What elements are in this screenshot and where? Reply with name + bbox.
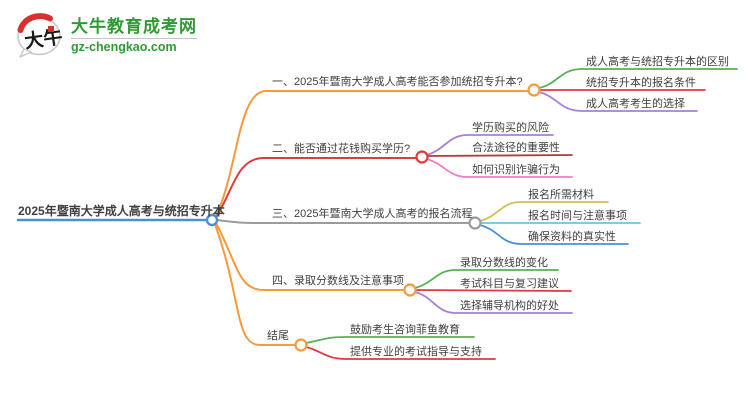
branch-3-child-3-line: [479, 224, 629, 245]
branch-2-line: [215, 157, 417, 219]
branch-3-child-1[interactable]: 报名所需材料: [528, 189, 594, 201]
branch-3-child-2[interactable]: 报名时间与注意事项: [528, 210, 627, 222]
branch-5-node-circle[interactable]: [294, 338, 308, 352]
branch-5-child-2[interactable]: 提供专业的考试指导与支持: [350, 346, 482, 358]
branch-1-child-3-line: [538, 91, 698, 112]
branch-1-child-1-line: [538, 68, 738, 89]
branch-1-child-2[interactable]: 统招专升本的报名条件: [586, 77, 696, 89]
branch-2-child-2-line: [426, 154, 573, 157]
branch-4-child-1[interactable]: 录取分数线的变化: [460, 257, 548, 269]
branch-2-child-3-line: [426, 158, 573, 178]
branch-5-node[interactable]: 结尾: [267, 330, 289, 342]
branch-3-line: [216, 219, 470, 224]
svg-text:大牛: 大牛: [23, 25, 64, 53]
branch-1-child-3[interactable]: 成人高考考生的选择: [586, 98, 685, 110]
root-node-circle[interactable]: [205, 213, 219, 227]
branch-4-child-3[interactable]: 选择辅导机构的好处: [460, 300, 559, 312]
site-logo[interactable]: 大牛 大牛教育成考网 gz-chengkao.com: [14, 13, 197, 59]
branch-1-node[interactable]: 一、2025年暨南大学成人高考能否参加统招专升本?: [272, 76, 523, 88]
branch-3-child-3[interactable]: 确保资料的真实性: [528, 231, 616, 243]
branch-4-child-2-line: [414, 289, 572, 292]
branch-1-node-circle[interactable]: [527, 83, 541, 97]
logo-title: 大牛教育成考网: [71, 17, 197, 36]
branch-3-child-1-line: [479, 201, 609, 222]
branch-3-node[interactable]: 三、2025年暨南大学成人高考的报名流程: [272, 208, 473, 220]
branch-4-line: [215, 222, 405, 291]
branch-3-node-circle[interactable]: [468, 216, 482, 230]
branch-4-child-3-line: [414, 291, 573, 314]
root-node[interactable]: 2025年暨南大学成人高考与统招专升本: [18, 204, 225, 218]
branch-5-child-2-line: [305, 346, 496, 360]
branch-5-child-1[interactable]: 鼓励考生咨询菲鱼教育: [350, 324, 460, 336]
branch-4-node-circle[interactable]: [403, 283, 417, 297]
branch-2-child-1[interactable]: 学历购买的风险: [472, 122, 549, 134]
branch-5-line: [214, 223, 296, 346]
branch-2-node[interactable]: 二、能否通过花钱购买学历?: [272, 143, 411, 155]
branch-2-child-2[interactable]: 合法途径的重要性: [472, 142, 560, 154]
branch-2-child-1-line: [426, 134, 554, 156]
branch-1-child-1[interactable]: 成人高考与统招专升本的区别: [586, 56, 729, 68]
logo-domain: gz-chengkao.com: [71, 38, 197, 55]
daniu-logo-icon: 大牛: [17, 13, 64, 58]
branch-4-node[interactable]: 四、录取分数线及注意事项: [272, 275, 404, 287]
branch-4-child-2[interactable]: 考试科目与复习建议: [460, 278, 559, 290]
branch-2-child-3[interactable]: 如何识别诈骗行为: [472, 164, 560, 176]
branch-4-child-1-line: [414, 269, 559, 289]
branch-2-node-circle[interactable]: [415, 150, 429, 164]
branch-5-child-1-line: [305, 336, 475, 344]
branch-1-line: [215, 90, 529, 217]
